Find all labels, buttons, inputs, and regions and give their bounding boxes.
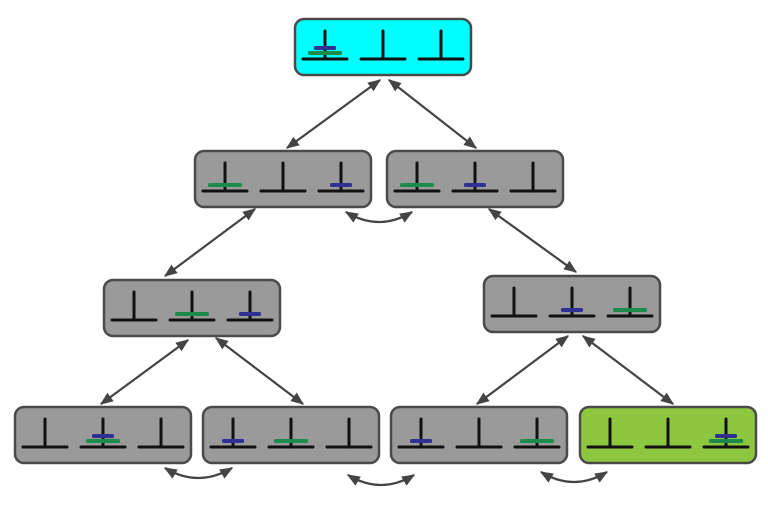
edge-s6-s7 xyxy=(346,474,416,486)
large-disk xyxy=(308,51,342,55)
state-node-s7 xyxy=(389,405,569,465)
edge-s2-s4 xyxy=(487,208,578,273)
small-disk xyxy=(715,434,737,438)
peg-3 xyxy=(702,417,750,449)
peg-1 xyxy=(586,417,634,449)
edge-s4-s7 xyxy=(475,335,570,405)
peg-3 xyxy=(417,29,465,61)
state-node-s1 xyxy=(193,149,373,209)
peg-1 xyxy=(397,417,445,449)
large-disk xyxy=(400,183,434,187)
edge-s3-s5 xyxy=(99,339,190,405)
edge-s4-s8 xyxy=(581,335,675,405)
edge-s7-s8 xyxy=(539,471,609,483)
large-disk xyxy=(709,439,743,443)
large-disk xyxy=(208,183,242,187)
peg-1 xyxy=(490,286,538,318)
peg-2 xyxy=(455,417,503,449)
peg-3 xyxy=(606,286,654,318)
peg-2 xyxy=(359,29,407,61)
small-disk xyxy=(464,183,486,187)
peg-3 xyxy=(513,417,561,449)
small-disk xyxy=(222,439,244,443)
large-disk xyxy=(86,439,120,443)
state-node-s2 xyxy=(385,149,565,209)
large-disk xyxy=(520,439,554,443)
peg-2 xyxy=(451,161,499,193)
state-node-s8 xyxy=(578,405,758,465)
edges-layer xyxy=(99,79,675,486)
state-node-s6 xyxy=(201,405,381,465)
peg-2 xyxy=(267,417,315,449)
edge-s1-s3 xyxy=(163,208,257,277)
peg-2 xyxy=(79,417,127,449)
small-disk xyxy=(92,434,114,438)
nodes-layer xyxy=(13,17,758,465)
small-disk xyxy=(314,46,336,50)
large-disk xyxy=(175,312,209,316)
peg-1 xyxy=(301,29,349,61)
peg-2 xyxy=(644,417,692,449)
small-disk xyxy=(410,439,432,443)
peg-1 xyxy=(21,417,69,449)
peg-2 xyxy=(168,290,216,322)
peg-3 xyxy=(509,161,557,193)
peg-3 xyxy=(317,161,365,193)
peg-3 xyxy=(226,290,274,322)
edge-s0-s2 xyxy=(387,79,478,149)
state-node-s3 xyxy=(102,278,282,338)
edge-s5-s6 xyxy=(163,467,234,479)
peg-1 xyxy=(209,417,257,449)
small-disk xyxy=(561,308,583,312)
peg-1 xyxy=(393,161,441,193)
peg-3 xyxy=(137,417,185,449)
edge-s1-s2 xyxy=(344,211,414,223)
peg-3 xyxy=(325,417,373,449)
small-disk xyxy=(239,312,261,316)
large-disk xyxy=(613,308,647,312)
edge-s3-s6 xyxy=(214,337,305,405)
small-disk xyxy=(330,183,352,187)
peg-2 xyxy=(548,286,596,318)
peg-1 xyxy=(110,290,158,322)
edge-s0-s1 xyxy=(285,79,382,149)
peg-1 xyxy=(201,161,249,193)
state-node-s5 xyxy=(13,405,193,465)
peg-2 xyxy=(259,161,307,193)
state-node-s0 xyxy=(293,17,473,77)
state-node-s4 xyxy=(482,274,662,334)
large-disk xyxy=(274,439,308,443)
